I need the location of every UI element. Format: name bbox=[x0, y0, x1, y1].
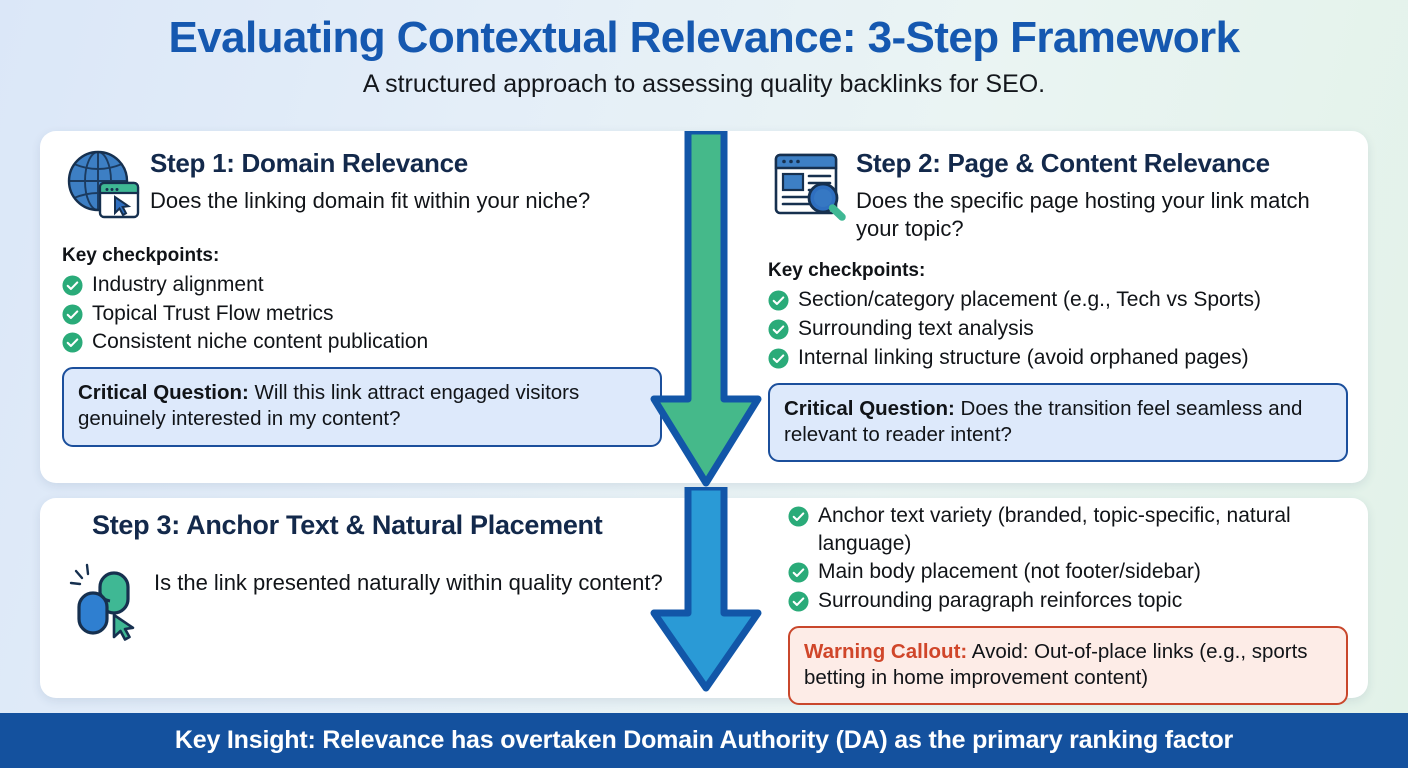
checkpoint-item: Section/category placement (e.g., Tech v… bbox=[768, 286, 1348, 314]
flow-arrow-blue bbox=[650, 487, 762, 694]
checkpoint-text: Consistent niche content publication bbox=[92, 330, 429, 354]
step-2-checkpoints: Key checkpoints: Section/category placem… bbox=[768, 260, 1348, 371]
check-circle-icon bbox=[62, 332, 83, 353]
checkpoint-text: Section/category placement (e.g., Tech v… bbox=[798, 288, 1262, 312]
globe-browser-cursor-icon bbox=[62, 145, 144, 227]
check-circle-icon bbox=[788, 562, 809, 583]
step-2-header: Step 2: Page & Content Relevance Does th… bbox=[768, 145, 1348, 242]
checkpoint-item: Anchor text variety (branded, topic-spec… bbox=[788, 502, 1348, 557]
check-circle-icon bbox=[768, 348, 789, 369]
key-insight-footer: Key Insight: Relevance has overtaken Dom… bbox=[0, 713, 1408, 768]
step-1-question: Does the linking domain fit within your … bbox=[150, 187, 591, 213]
step-3-title: Step 3: Anchor Text & Natural Placement bbox=[92, 510, 603, 540]
checkpoint-item: Surrounding paragraph reinforces topic bbox=[788, 587, 1348, 615]
checkpoint-item: Surrounding text analysis bbox=[768, 315, 1348, 343]
page-subtitle: A structured approach to assessing quali… bbox=[362, 70, 1046, 99]
callout-lead: Critical Question: bbox=[784, 396, 955, 420]
checkpoint-text: Internal linking structure (avoid orphan… bbox=[798, 345, 1249, 369]
step-1-header: Step 1: Domain Relevance Does the linkin… bbox=[62, 145, 662, 227]
checkpoint-text: Industry alignment bbox=[92, 273, 264, 296]
step-3-left-column: Step 3: Anchor Text & Natural Placement bbox=[62, 510, 702, 641]
step-2-question: Does the specific page hosting your link… bbox=[856, 187, 1310, 241]
step-1-column: Step 1: Domain Relevance Does the linkin… bbox=[62, 145, 662, 447]
step-3-right-column: Anchor text variety (branded, topic-spec… bbox=[788, 502, 1348, 706]
checkpoint-text: Main body placement (not footer/sidebar) bbox=[818, 560, 1201, 584]
step-3-text: Is the link presented naturally within q… bbox=[154, 557, 702, 597]
step-1-checkpoints: Key checkpoints: Industry alignment Topi… bbox=[62, 245, 662, 356]
checkpoint-text: Topical Trust Flow metrics bbox=[92, 301, 334, 325]
page-magnifier-icon bbox=[768, 145, 850, 227]
check-circle-icon bbox=[788, 506, 809, 527]
callout-text: Does the transition feel seamless and re… bbox=[784, 396, 1303, 446]
step-2-checkpoints-label: Key checkpoints: bbox=[768, 260, 926, 282]
page-title: Evaluating Contextual Relevance: 3-Step … bbox=[168, 13, 1241, 62]
step-1-checkpoints-label: Key checkpoints: bbox=[62, 245, 220, 266]
checkpoint-text: Surrounding text analysis bbox=[798, 317, 1034, 341]
check-circle-icon bbox=[788, 591, 809, 612]
checkpoint-item: Main body placement (not footer/sidebar) bbox=[788, 558, 1348, 586]
callout-text: Avoid: Out-of-place links (e.g., sports … bbox=[804, 639, 1308, 690]
step-1-critical-question-callout: Critical Question: Will this link attrac… bbox=[62, 367, 662, 447]
step-3-question: Is the link presented naturally within q… bbox=[154, 570, 663, 595]
step-1-title: Step 1: Domain Relevance bbox=[150, 148, 468, 178]
callout-lead: Critical Question: bbox=[78, 381, 249, 405]
step-1-text: Step 1: Domain Relevance Does the linkin… bbox=[150, 145, 662, 215]
check-circle-icon bbox=[768, 290, 789, 311]
step-2-text: Step 2: Page & Content Relevance Does th… bbox=[856, 145, 1348, 242]
check-circle-icon bbox=[62, 275, 83, 296]
step-3-body: Is the link presented naturally within q… bbox=[62, 557, 702, 641]
checkpoint-text: Anchor text variety (branded, topic-spec… bbox=[818, 504, 1291, 555]
header: Evaluating Contextual Relevance: 3-Step … bbox=[0, 0, 1408, 99]
callout-lead: Warning Callout: bbox=[804, 639, 968, 663]
checkpoint-item: Consistent niche content publication bbox=[62, 328, 662, 356]
step-2-critical-question-callout: Critical Question: Does the transition f… bbox=[768, 382, 1348, 463]
checkpoint-item: Topical Trust Flow metrics bbox=[62, 300, 662, 328]
checkpoint-text: Surrounding paragraph reinforces topic bbox=[818, 589, 1183, 613]
flow-arrow-green bbox=[650, 131, 762, 489]
checkpoint-item: Internal linking structure (avoid orphan… bbox=[768, 344, 1348, 372]
key-insight-text: Key Insight: Relevance has overtaken Dom… bbox=[174, 726, 1234, 754]
check-circle-icon bbox=[768, 319, 789, 340]
check-circle-icon bbox=[62, 304, 83, 325]
step-3-warning-callout: Warning Callout: Avoid: Out-of-place lin… bbox=[788, 625, 1348, 706]
step-2-title: Step 2: Page & Content Relevance bbox=[856, 148, 1270, 178]
step-2-column: Step 2: Page & Content Relevance Does th… bbox=[768, 145, 1348, 463]
checkpoint-item: Industry alignment bbox=[62, 271, 662, 299]
chain-link-cursor-icon bbox=[62, 557, 146, 641]
callout-text: Will this link attract engaged visitors … bbox=[78, 381, 580, 431]
step-3-checkpoints: Anchor text variety (branded, topic-spec… bbox=[788, 502, 1348, 615]
